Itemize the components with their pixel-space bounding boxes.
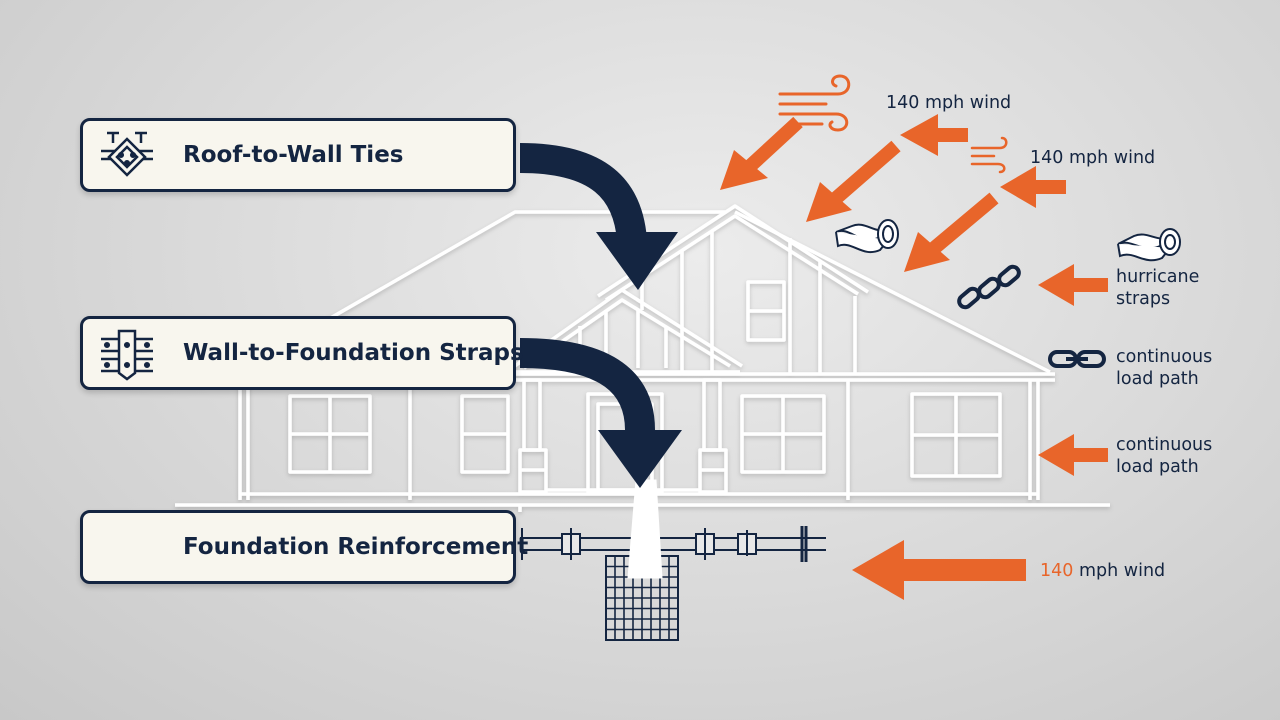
wind-label-bottom: 140 mph wind bbox=[1040, 560, 1165, 582]
wind-speed-unit: mph wind bbox=[1073, 561, 1166, 581]
foundation-reinforcement-label: Foundation Reinforcement bbox=[183, 534, 529, 560]
hurricane-strap-icon bbox=[835, 219, 899, 253]
chain-link-icon bbox=[957, 264, 1021, 310]
wall-strap-bracket-icon bbox=[101, 329, 153, 381]
wall-to-foundation-straps-box: Wall-to-Foundation Straps bbox=[80, 316, 524, 390]
arrow-wall-to-foundation bbox=[519, 338, 682, 488]
load-path-1-line2: load path bbox=[1116, 369, 1199, 389]
window-right-center bbox=[740, 394, 826, 474]
load-path-1-line1: continuous bbox=[1116, 347, 1213, 367]
window-right bbox=[910, 392, 1002, 478]
load-path-2-line1: continuous bbox=[1116, 435, 1213, 455]
roof-tie-bracket-icon bbox=[101, 131, 153, 177]
wind-gust-icon bbox=[970, 136, 1008, 174]
arrow-roof-to-wall bbox=[519, 143, 678, 290]
hurricane-straps-line2: straps bbox=[1116, 289, 1171, 309]
wind-label-1: 140 mph wind bbox=[886, 93, 1012, 113]
load-path-2-line2: load path bbox=[1116, 457, 1199, 477]
wind-arrows bbox=[720, 114, 1108, 600]
chain-link-icon bbox=[1048, 350, 1106, 368]
hurricane-straps-line1: hurricane bbox=[1116, 267, 1200, 287]
wind-gust-icon bbox=[778, 74, 851, 132]
load-path-label-1: continuous load path bbox=[1116, 346, 1212, 390]
window-left-center bbox=[460, 394, 510, 474]
roof-to-wall-ties-box: Roof-to-Wall Ties bbox=[80, 118, 516, 192]
window-left bbox=[288, 394, 372, 474]
foundation-rods bbox=[520, 526, 826, 562]
foundation-shaft bbox=[627, 479, 663, 579]
foundation-reinforcement-box: Foundation Reinforcement bbox=[80, 510, 528, 584]
hurricane-strap-icon bbox=[1117, 228, 1181, 262]
wall-to-foundation-straps-label: Wall-to-Foundation Straps bbox=[183, 340, 524, 366]
wind-label-2: 140 mph wind bbox=[1030, 148, 1156, 168]
hurricane-straps-label: hurricane straps bbox=[1116, 266, 1199, 310]
roof-to-wall-ties-label: Roof-to-Wall Ties bbox=[183, 142, 404, 168]
load-path-label-2: continuous load path bbox=[1116, 434, 1212, 478]
wind-speed-number: 140 bbox=[1040, 561, 1074, 581]
